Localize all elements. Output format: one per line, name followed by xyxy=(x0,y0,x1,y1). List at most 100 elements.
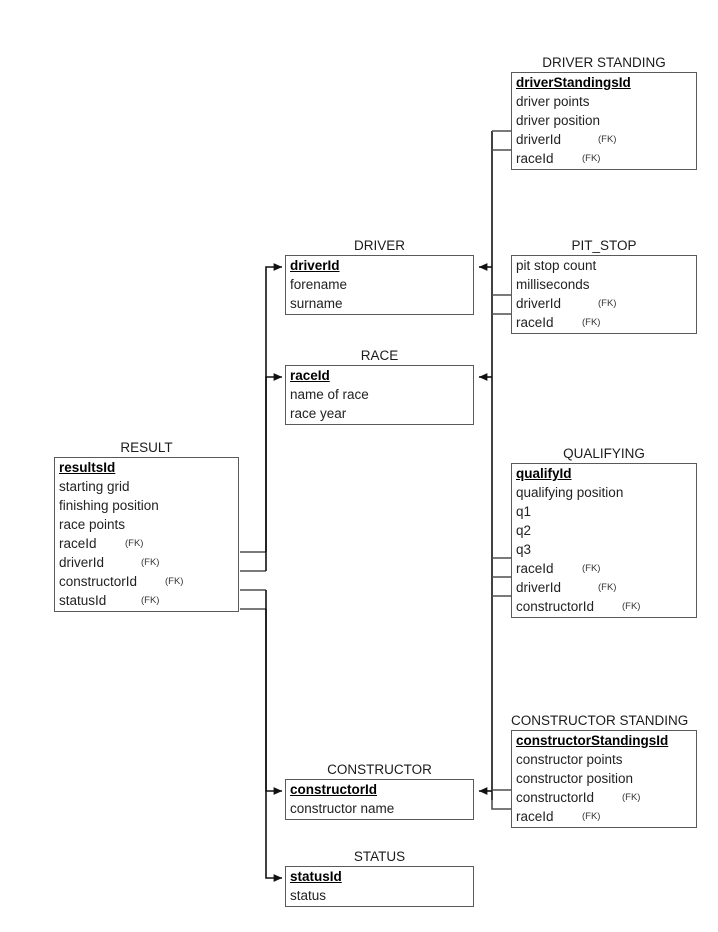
attribute-name: raceId xyxy=(516,809,554,824)
attribute-row: q2 xyxy=(512,521,696,540)
attribute-name: starting grid xyxy=(59,479,130,494)
foreign-key-marker: (FK) xyxy=(125,538,144,549)
attribute-row: qualifying position xyxy=(512,483,696,502)
foreign-key-marker: (FK) xyxy=(141,557,160,568)
attribute-name: resultsId xyxy=(59,460,116,475)
foreign-key-marker: (FK) xyxy=(598,134,617,145)
attribute-row-pk: constructorStandingsId xyxy=(512,731,696,750)
entity-title: DRIVER xyxy=(353,238,405,253)
attribute-row-fk: raceId(FK) xyxy=(512,313,696,332)
attribute-name: status xyxy=(290,888,327,903)
attribute-name: raceId xyxy=(516,151,554,166)
entity-title: PIT_STOP xyxy=(571,238,637,253)
attribute-name: constructorId xyxy=(290,782,378,797)
wire-result-to-constructor xyxy=(265,590,283,795)
attribute-name: constructorId xyxy=(516,599,595,614)
foreign-key-marker: (FK) xyxy=(165,576,184,587)
attribute-row-pk: constructorId xyxy=(286,780,473,799)
entity-title: CONSTRUCTOR xyxy=(327,762,432,777)
entity-attribute-box: raceId name of race race year xyxy=(285,365,474,425)
foreign-key-marker: (FK) xyxy=(582,563,601,574)
attribute-name: qualifying position xyxy=(516,485,624,500)
attribute-row: q1 xyxy=(512,502,696,521)
attribute-name: driverStandingsId xyxy=(516,75,631,90)
entity-title: QUALIFYING xyxy=(563,446,645,461)
entity-attribute-box: statusId status xyxy=(285,866,474,907)
attribute-name: driverId xyxy=(516,132,562,147)
attribute-row: race points xyxy=(55,515,238,534)
entity-attribute-box: constructorStandingsId constructor points… xyxy=(511,730,697,828)
attribute-name: finishing position xyxy=(59,498,159,513)
attribute-name: surname xyxy=(290,296,343,311)
foreign-key-marker: (FK) xyxy=(622,792,641,803)
attribute-row: surname xyxy=(286,294,473,313)
attribute-row-pk: resultsId xyxy=(55,458,238,477)
attribute-row: pit stop count xyxy=(512,256,696,275)
attribute-row-pk: driverStandingsId xyxy=(512,73,696,92)
attribute-name: forename xyxy=(290,277,348,292)
entity-title: CONSTRUCTOR STANDING xyxy=(511,713,689,728)
attribute-name: q1 xyxy=(516,504,532,519)
attribute-name: statusId xyxy=(290,869,342,884)
attribute-name: race points xyxy=(59,517,126,532)
foreign-key-marker: (FK) xyxy=(582,811,601,822)
attribute-name: constructorId xyxy=(59,574,138,589)
foreign-key-marker: (FK) xyxy=(622,601,641,612)
attribute-name: q3 xyxy=(516,542,532,557)
attribute-row-fk: driverId (FK) xyxy=(55,553,238,572)
attribute-row-fk: statusId (FK) xyxy=(55,591,238,610)
attribute-name: driverId xyxy=(290,258,340,273)
foreign-key-marker: (FK) xyxy=(598,582,617,593)
attribute-row: status xyxy=(286,886,473,905)
wire-constructorstanding-raceid xyxy=(491,800,512,810)
attribute-row-fk: constructorId (FK) xyxy=(512,597,696,616)
entity-title: RESULT xyxy=(120,440,173,455)
entity-attribute-box: resultsId starting grid finishing position… xyxy=(54,457,239,612)
attribute-row: driver position xyxy=(512,111,696,130)
attribute-row: race year xyxy=(286,404,473,423)
attribute-name: driver position xyxy=(516,113,601,128)
attribute-name: pit stop count xyxy=(516,258,597,273)
attribute-name: constructor points xyxy=(516,752,623,767)
attribute-row: finishing position xyxy=(55,496,238,515)
attribute-row-fk: constructorId (FK) xyxy=(512,788,696,807)
attribute-name: driverId xyxy=(516,580,562,595)
attribute-name: constructorId xyxy=(516,790,595,805)
attribute-name: raceId xyxy=(59,536,97,551)
attribute-name: race year xyxy=(290,406,347,421)
attribute-row-fk: raceId (FK) xyxy=(512,807,696,826)
attribute-name: driverId xyxy=(516,296,562,311)
foreign-key-marker: (FK) xyxy=(141,595,160,606)
attribute-row-pk: statusId xyxy=(286,867,473,886)
attribute-name: driverId xyxy=(59,555,105,570)
attribute-row: name of race xyxy=(286,385,473,404)
attribute-row: forename xyxy=(286,275,473,294)
attribute-name: constructor name xyxy=(290,801,395,816)
attribute-name: raceId xyxy=(516,561,554,576)
attribute-row: constructor points xyxy=(512,750,696,769)
entity-attribute-box: driverStandingsId driver points driver pos… xyxy=(511,72,697,170)
foreign-key-marker: (FK) xyxy=(598,298,617,309)
entity-attribute-box: driverId forename surname xyxy=(285,255,474,315)
attribute-row-pk: driverId xyxy=(286,256,473,275)
entity-title: STATUS xyxy=(353,849,406,864)
attribute-row: driver points xyxy=(512,92,696,111)
attribute-name: milliseconds xyxy=(516,277,590,292)
attribute-name: statusId xyxy=(59,593,107,608)
entity-title: RACE xyxy=(360,348,399,363)
wire-result-to-status xyxy=(265,609,283,882)
attribute-row-fk: raceId (FK) xyxy=(512,149,696,168)
attribute-row-pk: raceId xyxy=(286,366,473,385)
attribute-name: raceId xyxy=(290,368,330,383)
attribute-row-fk: raceId (FK) xyxy=(512,559,696,578)
attribute-name: name of race xyxy=(290,387,369,402)
wire-result-to-race xyxy=(265,373,283,552)
attribute-name: constructorStandingsId xyxy=(516,733,669,748)
attribute-row-fk: driverId (FK) xyxy=(512,130,696,149)
attribute-name: driver points xyxy=(516,94,590,109)
foreign-key-marker: (FK) xyxy=(582,153,601,164)
wire-result-to-driver xyxy=(265,263,283,571)
attribute-name: raceId xyxy=(516,315,554,330)
